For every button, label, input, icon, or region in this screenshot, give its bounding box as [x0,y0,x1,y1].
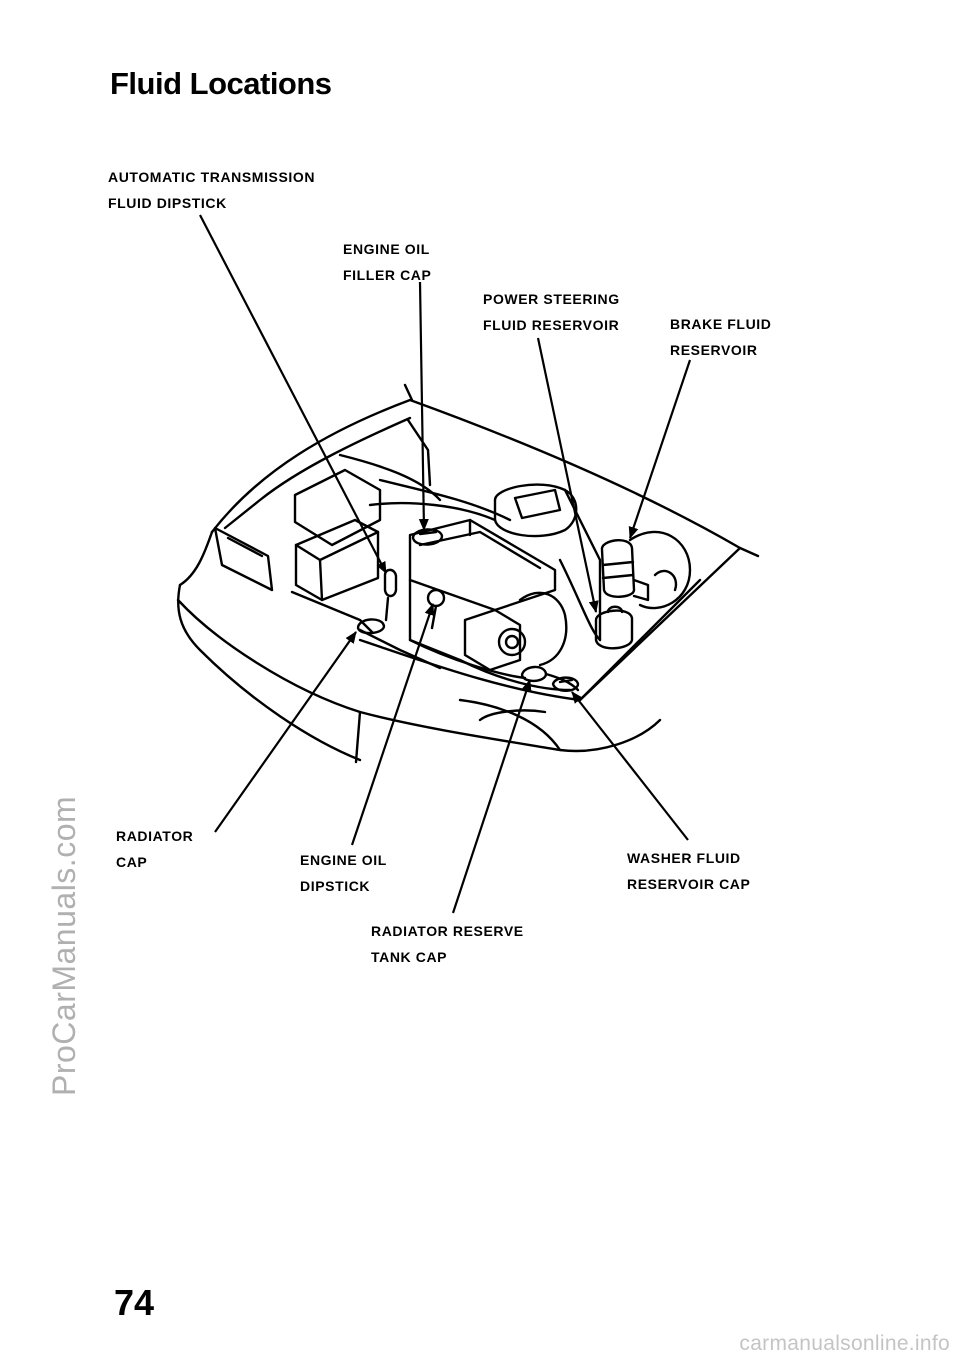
label-washer-fluid-line1: WASHER FLUID [627,850,741,866]
leader-oil-dipstick [350,603,435,846]
page-number: 74 [114,1282,155,1323]
leader-radiator-cap [214,631,357,833]
leader-atf-dipstick [199,214,387,574]
leader-washer-fluid [571,691,689,841]
label-engine-oil-dipstick-line1: ENGINE OIL [300,852,387,868]
label-brake-fluid-line2: RESERVOIR [670,342,758,358]
label-reserve-tank-line2: TANK CAP [371,949,448,965]
car-body-outline [176,383,760,764]
label-washer-fluid-line2: RESERVOIR CAP [627,876,751,892]
label-washer-fluid-cap: WASHER FLUID RESERVOIR CAP [627,845,750,897]
label-radiator-cap: RADIATOR CAP [116,823,193,875]
leader-brake-fluid [628,359,692,539]
label-engine-oil-filler-cap-line1: ENGINE OIL [343,241,430,257]
label-atf-dipstick: AUTOMATIC TRANSMISSION FLUID DIPSTICK [108,164,315,216]
label-radiator-reserve-tank-cap: RADIATOR RESERVE TANK CAP [371,918,524,970]
label-engine-oil-dipstick-line2: DIPSTICK [300,878,371,894]
leader-lines [199,214,692,914]
label-radiator-cap-line1: RADIATOR [116,828,194,844]
label-brake-fluid-reservoir: BRAKE FLUID RESERVOIR [670,311,771,363]
label-brake-fluid-line1: BRAKE FLUID [670,316,772,332]
page-title: Fluid Locations [110,66,332,101]
watermark-text: ProCarManuals.com [46,795,82,1096]
label-engine-oil-dipstick: ENGINE OIL DIPSTICK [300,847,387,899]
label-engine-oil-filler-cap: ENGINE OIL FILLER CAP [343,236,431,288]
label-power-steering-line1: POWER STEERING [483,291,620,307]
leader-oil-filler-cap [418,281,429,531]
label-engine-oil-filler-cap-line2: FILLER CAP [343,267,432,283]
footer-watermark: carmanualsonline.info [739,1332,950,1355]
label-reserve-tank-line1: RADIATOR RESERVE [371,923,524,939]
label-radiator-cap-line2: CAP [116,854,148,870]
leader-reserve-tank [451,679,532,914]
label-power-steering-line2: FLUID RESERVOIR [483,317,620,333]
label-atf-dipstick-line1: AUTOMATIC TRANSMISSION [108,169,316,185]
leader-power-steering [536,337,599,613]
label-atf-dipstick-line2: FLUID DIPSTICK [108,195,227,211]
label-power-steering-reservoir: POWER STEERING FLUID RESERVOIR [483,286,620,338]
